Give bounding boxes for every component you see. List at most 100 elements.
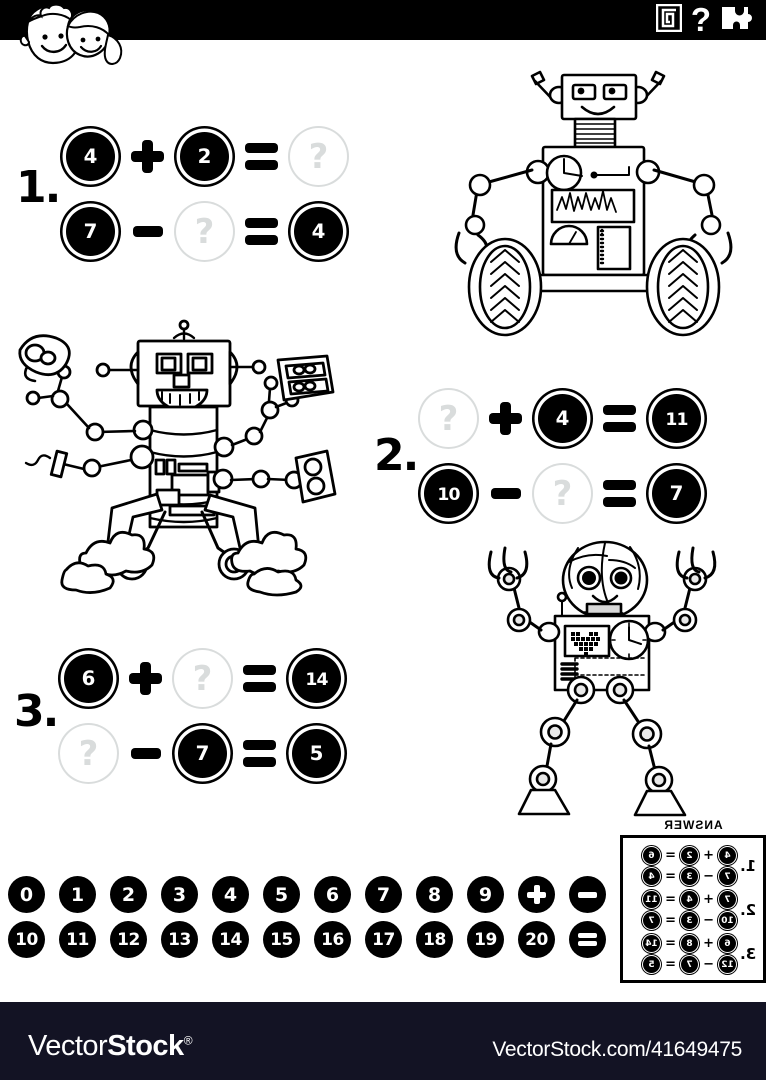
operand-a[interactable]: ?: [420, 390, 477, 447]
number-chip-16[interactable]: 16: [314, 921, 351, 958]
value-bubble[interactable]: 10: [423, 468, 474, 519]
operand-a[interactable]: 10: [420, 465, 477, 522]
number-chip-3[interactable]: 3: [161, 876, 198, 913]
number-chip-17[interactable]: 17: [365, 921, 402, 958]
value-bubble[interactable]: 5: [291, 728, 342, 779]
equation-row: ? 7 5: [60, 725, 345, 782]
value-bubble[interactable]: 14: [291, 653, 342, 704]
brand-bold: Stock: [107, 1030, 184, 1062]
number-chip-13[interactable]: 13: [161, 921, 198, 958]
value-bubble[interactable]: 7: [65, 206, 116, 257]
value-bubble[interactable]: 4: [293, 206, 344, 257]
equals-chip[interactable]: [569, 921, 606, 958]
unknown-bubble[interactable]: ?: [534, 465, 591, 522]
puzzle-group-3: 3. 6 ? 14 ? 7 5: [0, 630, 420, 790]
number-chip-10[interactable]: 10: [8, 921, 45, 958]
answer-panel-box: 1. 4 + 2 = 6 7 − 3 = 4: [620, 835, 766, 983]
value-bubble[interactable]: 4: [65, 131, 116, 182]
answer-index-1: 1.: [740, 857, 757, 875]
number-chip-20[interactable]: 20: [518, 921, 555, 958]
number-chip-15[interactable]: 15: [263, 921, 300, 958]
answer-equals: =: [665, 892, 676, 907]
answer-panel: ANSWER 1. 4 + 2 = 6 7 − 3 =: [620, 818, 766, 983]
operator-equals-icon: [233, 128, 290, 185]
number-chip-14[interactable]: 14: [212, 921, 249, 958]
answer-bubble: 12: [719, 956, 736, 973]
answer-group-2: 2. 7 + 4 = 11 10 − 3 = 7: [627, 890, 759, 930]
answer-panel-label: ANSWER: [663, 818, 723, 832]
operand-b[interactable]: 4: [534, 390, 591, 447]
answer-operator: −: [703, 957, 714, 972]
answer-bubble: 6: [719, 935, 736, 952]
number-chip-8[interactable]: 8: [416, 876, 453, 913]
operand-b[interactable]: 7: [174, 725, 231, 782]
number-chip-1[interactable]: 1: [59, 876, 96, 913]
operator-minus-icon: [477, 465, 534, 522]
operand-result[interactable]: 11: [648, 390, 705, 447]
operand-result[interactable]: ?: [290, 128, 347, 185]
operand-a[interactable]: 6: [60, 650, 117, 707]
puzzle-index-3: 3.: [14, 686, 59, 737]
maze-spiral-icon: [655, 3, 683, 37]
equation-row: 10 ? 7: [420, 465, 705, 522]
answer-bubble: 7: [719, 891, 736, 908]
value-bubble[interactable]: 11: [651, 393, 702, 444]
number-strip-row-2: 10 11 12 13 14 15 16 17 18 19 20: [8, 921, 606, 958]
answer-bubble: 7: [681, 956, 698, 973]
puzzle-group-1: 1. 4 2 ? 7 ? 4: [0, 110, 420, 270]
number-chip-11[interactable]: 11: [59, 921, 96, 958]
equation-row: 6 ? 14: [60, 650, 345, 707]
equals-icon: [577, 929, 598, 950]
puzzle-index-2: 2.: [374, 430, 419, 481]
answer-equals: =: [665, 913, 676, 928]
operator-minus-icon: [117, 725, 174, 782]
value-bubble[interactable]: 7: [177, 728, 228, 779]
value-bubble[interactable]: 2: [179, 131, 230, 182]
operand-result[interactable]: 4: [290, 203, 347, 260]
operand-a[interactable]: 7: [62, 203, 119, 260]
operand-b[interactable]: ?: [534, 465, 591, 522]
operand-a[interactable]: ?: [60, 725, 117, 782]
minus-chip[interactable]: [569, 876, 606, 913]
operand-b[interactable]: ?: [174, 650, 231, 707]
unknown-bubble[interactable]: ?: [420, 390, 477, 447]
answer-group-1: 1. 4 + 2 = 6 7 − 3 = 4: [627, 846, 759, 886]
number-strip-row-1: 0 1 2 3 4 5 6 7 8 9: [8, 876, 606, 913]
value-bubble[interactable]: 7: [651, 468, 702, 519]
answer-bubble: 5: [643, 956, 660, 973]
header-icon-group: ?: [655, 3, 754, 37]
number-chip-4[interactable]: 4: [212, 876, 249, 913]
operand-result[interactable]: 14: [288, 650, 345, 707]
unknown-bubble[interactable]: ?: [60, 725, 117, 782]
unknown-bubble[interactable]: ?: [176, 203, 233, 260]
number-chip-0[interactable]: 0: [8, 876, 45, 913]
operand-b[interactable]: 2: [176, 128, 233, 185]
answer-equals: =: [665, 869, 676, 884]
operand-result[interactable]: 5: [288, 725, 345, 782]
answer-operator: +: [703, 848, 714, 863]
answer-equals: =: [665, 848, 676, 863]
operand-a[interactable]: 4: [62, 128, 119, 185]
operand-b[interactable]: ?: [176, 203, 233, 260]
number-chip-12[interactable]: 12: [110, 921, 147, 958]
number-chip-19[interactable]: 19: [467, 921, 504, 958]
number-chip-2[interactable]: 2: [110, 876, 147, 913]
number-chip-7[interactable]: 7: [365, 876, 402, 913]
value-bubble[interactable]: 4: [537, 393, 588, 444]
vectorstock-url: VectorStock.com/41649475: [492, 1038, 742, 1061]
answer-bubble: 4: [719, 847, 736, 864]
unknown-bubble[interactable]: ?: [290, 128, 347, 185]
plus-icon: [526, 884, 547, 905]
puzzle-index-1: 1.: [16, 162, 61, 213]
answer-operator: −: [703, 913, 714, 928]
number-chip-18[interactable]: 18: [416, 921, 453, 958]
number-chip-5[interactable]: 5: [263, 876, 300, 913]
answer-row: 7 − 3 = 4: [641, 867, 738, 886]
unknown-bubble[interactable]: ?: [174, 650, 231, 707]
number-chip-6[interactable]: 6: [314, 876, 351, 913]
operand-result[interactable]: 7: [648, 465, 705, 522]
number-chip-9[interactable]: 9: [467, 876, 504, 913]
value-bubble[interactable]: 6: [63, 653, 114, 704]
plus-chip[interactable]: [518, 876, 555, 913]
